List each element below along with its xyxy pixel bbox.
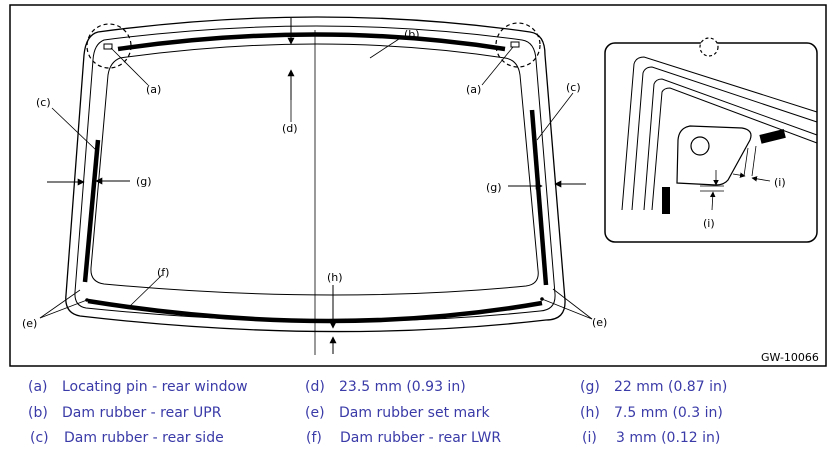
- legend-text: Locating pin - rear window: [62, 379, 248, 395]
- legend-text: 22 mm (0.87 in): [614, 379, 728, 395]
- detail-callout-i-2: (i): [703, 217, 715, 230]
- callout-e-right: (e): [592, 316, 607, 329]
- callout-g-right: (g): [486, 181, 502, 194]
- legend-text: 3 mm (0.12 in): [616, 430, 721, 446]
- detail-frame-edge-1: [621, 56, 818, 211]
- legend-text: Dam rubber - rear side: [64, 430, 224, 446]
- leader-b: [369, 36, 403, 59]
- callout-a-right: (a): [466, 83, 481, 96]
- legend: (a) Locating pin - rear window (b) Dam rub…: [0, 370, 837, 456]
- legend-code: (c): [30, 430, 49, 446]
- dam-rubber-upper: [117, 32, 506, 52]
- leader-e-left-1: [39, 289, 81, 319]
- dam-rubber-lower: [87, 298, 543, 324]
- callout-b: (b): [404, 28, 420, 41]
- callout-a-left: (a): [146, 83, 161, 96]
- leader-a-right: [481, 46, 514, 86]
- figure-id: GW-10066: [761, 351, 819, 364]
- callout-c-right: (c): [566, 81, 581, 94]
- dam-rubber-right: [529, 109, 549, 286]
- legend-item-e: (e) Dam rubber set mark: [305, 405, 490, 421]
- detail-pin-hole: [690, 136, 710, 156]
- locating-pin-right: [510, 41, 520, 48]
- callout-c-left: (c): [36, 96, 51, 109]
- detail-reference-circle: [699, 37, 719, 57]
- leader-f: [129, 274, 163, 307]
- leader-c-right: [536, 92, 574, 141]
- legend-code: (i): [582, 430, 597, 446]
- legend-text: 23.5 mm (0.93 in): [339, 379, 466, 395]
- detail-dim-i-1-arrow-a: [732, 172, 746, 178]
- legend-item-c: (c) Dam rubber - rear side: [30, 430, 224, 446]
- leader-e-right-2: [541, 298, 593, 320]
- legend-text: 7.5 mm (0.3 in): [614, 405, 723, 421]
- detail-dim-i-1a: [743, 147, 749, 177]
- legend-text: Dam rubber - rear UPR: [62, 405, 222, 421]
- detail-callout-i-1: (i): [774, 176, 786, 189]
- callout-f: (f): [157, 266, 169, 279]
- leader-e-left-2: [39, 299, 88, 319]
- window-outer-outline: [65, 16, 566, 333]
- pin-highlight-right: [495, 22, 541, 68]
- diagram-border: [9, 4, 827, 367]
- detail-dim-i-2-arrow-b: [709, 191, 716, 211]
- callout-g-left: (g): [136, 175, 152, 188]
- detail-dam-rubber-upper: [759, 128, 786, 144]
- dam-rubber-left: [82, 139, 101, 283]
- detail-frame-edge-3: [643, 78, 818, 211]
- window-mid-outline: [74, 25, 556, 322]
- legend-code: (h): [580, 405, 600, 421]
- detail-frame-edge-2: [631, 66, 818, 211]
- leader-c-left: [51, 107, 97, 151]
- legend-code: (b): [28, 405, 48, 421]
- callout-h: (h): [327, 271, 343, 284]
- legend-item-g: (g) 22 mm (0.87 in): [580, 379, 727, 395]
- legend-code: (g): [580, 379, 600, 395]
- legend-item-h: (h) 7.5 mm (0.3 in): [580, 405, 723, 421]
- legend-text: Dam rubber - rear LWR: [340, 430, 502, 446]
- window-glass-outline: [90, 43, 539, 296]
- legend-code: (e): [305, 405, 325, 421]
- legend-code: (d): [305, 379, 325, 395]
- pin-highlight-left: [86, 23, 132, 69]
- detail-dim-i-1-arrow-b: [751, 176, 771, 182]
- legend-item-b: (b) Dam rubber - rear UPR: [28, 405, 221, 421]
- legend-text: Dam rubber set mark: [339, 405, 490, 421]
- locating-pin-left: [103, 43, 113, 50]
- legend-item-i: (i) 3 mm (0.12 in): [582, 430, 720, 446]
- legend-item-d: (d) 23.5 mm (0.93 in): [305, 379, 466, 395]
- legend-item-a: (a) Locating pin - rear window: [28, 379, 248, 395]
- legend-code: (a): [28, 379, 48, 395]
- legend-code: (f): [306, 430, 322, 446]
- detail-frame-edge-4: [651, 87, 818, 211]
- detail-dim-i-1b: [751, 145, 757, 177]
- callout-e-left: (e): [22, 317, 37, 330]
- leader-a-left: [110, 47, 149, 86]
- callout-d: (d): [282, 122, 298, 135]
- leader-e-right-1: [552, 288, 593, 320]
- detail-dam-rubber-side: [662, 187, 670, 214]
- legend-item-f: (f) Dam rubber - rear LWR: [306, 430, 501, 446]
